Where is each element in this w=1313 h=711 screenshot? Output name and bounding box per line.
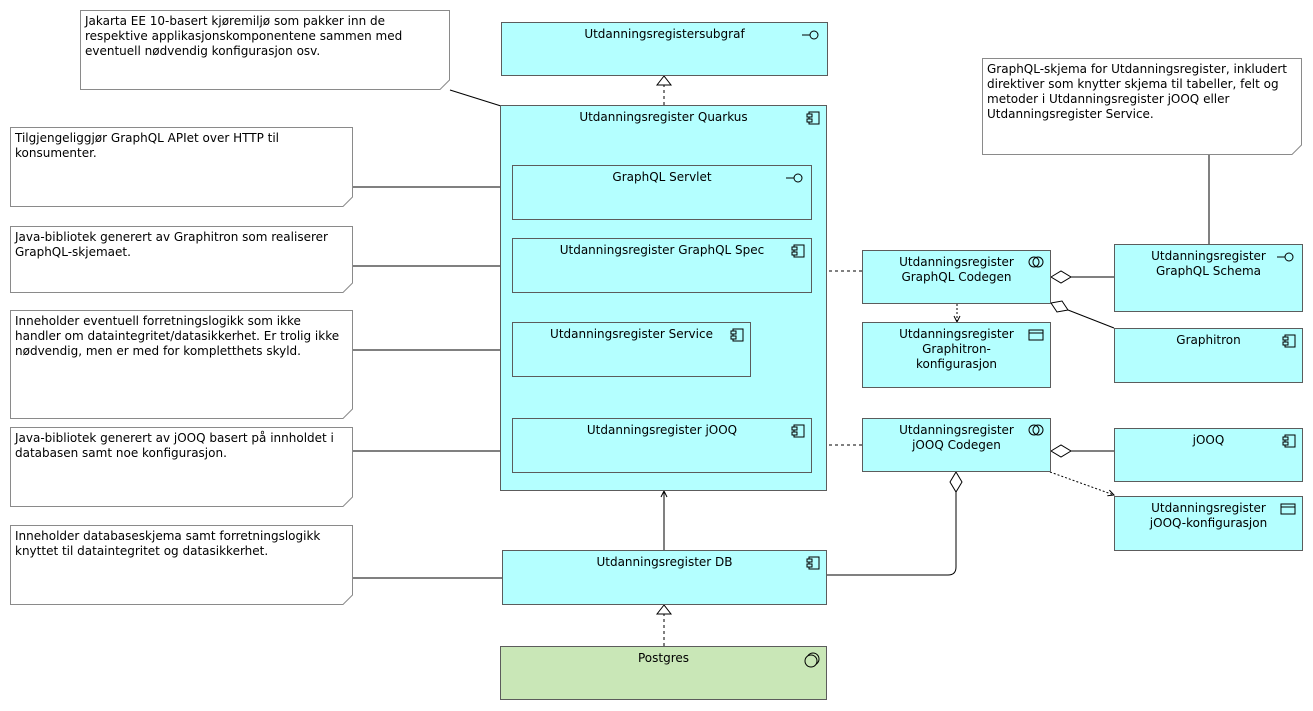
note-text: Java-bibliotek generert av Graphitron so… [15, 230, 328, 259]
note-text: GraphQL-skjema for Utdanningsregister, i… [987, 62, 1287, 121]
jooq-config-label: Utdanningsregister jOOQ-konfigurasjon [1149, 501, 1268, 530]
jooq-label: Utdanningsregister jOOQ [586, 423, 738, 437]
interface-icon [1277, 252, 1294, 262]
graphql-schema-interface[interactable]: Utdanningsregister GraphQL Schema [1114, 244, 1303, 312]
note-servlet: Tilgjengeliggjør GraphQL APIet over HTTP… [10, 127, 353, 207]
note-text: Tilgjengeliggjør GraphQL APIet over HTTP… [15, 131, 280, 160]
data-object-icon [1280, 503, 1296, 515]
note-shape [10, 127, 353, 207]
graphitron-label: Graphitron [1176, 333, 1241, 347]
jooq-config-data-object[interactable]: Utdanningsregister jOOQ-konfigurasjon [1114, 496, 1303, 551]
graphitron-component[interactable]: Graphitron [1114, 328, 1303, 383]
graphql-codegen-process[interactable]: Utdanningsregister GraphQL Codegen [862, 250, 1051, 304]
access-jooqcodegen-config [1049, 471, 1114, 495]
note-text: Inneholder databaseskjema samt forretnin… [15, 529, 321, 558]
aggregation-db-jooqcodegen [827, 492, 957, 576]
process-icon [1028, 256, 1044, 268]
db-label: Utdanningsregister DB [596, 555, 733, 569]
note-db: Inneholder databaseskjema samt forretnin… [10, 525, 353, 605]
jooq-lib-label: jOOQ [1192, 433, 1225, 447]
service-label: Utdanningsregister Service [550, 327, 713, 341]
graphitron-config-data-object[interactable]: Utdanningsregister Graphitron- konfigura… [862, 322, 1051, 388]
note-shape [10, 226, 353, 293]
component-icon [730, 328, 744, 342]
note-text: Inneholder eventuell forretningslogikk s… [15, 314, 340, 358]
realization-head-subgraph [655, 75, 673, 86]
component-icon [791, 424, 805, 438]
system-software-icon [804, 652, 820, 668]
component-icon [1282, 334, 1296, 348]
jooq-component[interactable]: Utdanningsregister jOOQ [512, 418, 812, 473]
aggregation-diamond-graphitron [1050, 300, 1069, 313]
note-shape [10, 525, 353, 605]
note-schema: GraphQL-skjema for Utdanningsregister, i… [982, 58, 1302, 155]
postgres-label: Postgres [637, 651, 690, 665]
jooq-codegen-process[interactable]: Utdanningsregister jOOQ Codegen [862, 418, 1051, 472]
jooq-codegen-label: Utdanningsregister jOOQ Codegen [899, 423, 1014, 452]
jooq-library-component[interactable]: jOOQ [1114, 428, 1303, 482]
note-shape [982, 58, 1302, 155]
graphitron-config-label: Utdanningsregister Graphitron- konfigura… [899, 327, 1014, 371]
graphql-spec-component[interactable]: Utdanningsregister GraphQL Spec [512, 238, 812, 293]
postgres-system-software[interactable]: Postgres [500, 646, 827, 700]
subgraph-label: Utdanningsregistersubgraf [584, 27, 745, 41]
note-shape [80, 10, 450, 90]
note-text: Jakarta EE 10-basert kjøremiljø som pakk… [85, 14, 403, 58]
component-icon [1282, 434, 1296, 448]
component-icon [806, 556, 820, 570]
db-component[interactable]: Utdanningsregister DB [502, 550, 827, 605]
realization-head-db [655, 604, 673, 615]
process-icon [1028, 424, 1044, 436]
note-shape [10, 427, 353, 507]
note-runtime: Jakarta EE 10-basert kjøremiljø som pakk… [80, 10, 450, 90]
interface-icon [786, 173, 803, 183]
note-connector-runtime [449, 89, 502, 107]
aggregation-diamond-schema [1050, 270, 1072, 284]
note-service: Inneholder eventuell forretningslogikk s… [10, 310, 353, 419]
aggregation-diamond-jooqlib [1050, 444, 1072, 458]
aggregation-graphitron-gqlcodegen [1067, 309, 1115, 329]
graphql-servlet-interface[interactable]: GraphQL Servlet [512, 165, 812, 220]
component-icon [806, 111, 820, 125]
spec-label: Utdanningsregister GraphQL Spec [559, 243, 765, 257]
gql-codegen-label: Utdanningsregister GraphQL Codegen [899, 255, 1014, 284]
aggregation-diamond-db [949, 471, 963, 493]
note-jooq: Java-bibliotek generert av jOOQ basert p… [10, 427, 353, 507]
interface-icon [802, 30, 819, 40]
subgraph-interface[interactable]: Utdanningsregistersubgraf [501, 22, 828, 76]
note-shape [10, 310, 353, 419]
note-text: Java-bibliotek generert av jOOQ basert p… [15, 431, 334, 460]
data-object-icon [1028, 329, 1044, 341]
gql-schema-label: Utdanningsregister GraphQL Schema [1151, 249, 1266, 278]
service-component[interactable]: Utdanningsregister Service [512, 322, 751, 377]
component-icon [791, 244, 805, 258]
quarkus-label: Utdanningsregister Quarkus [579, 110, 748, 124]
servlet-label: GraphQL Servlet [612, 170, 712, 184]
note-spec: Java-bibliotek generert av Graphitron so… [10, 226, 353, 293]
